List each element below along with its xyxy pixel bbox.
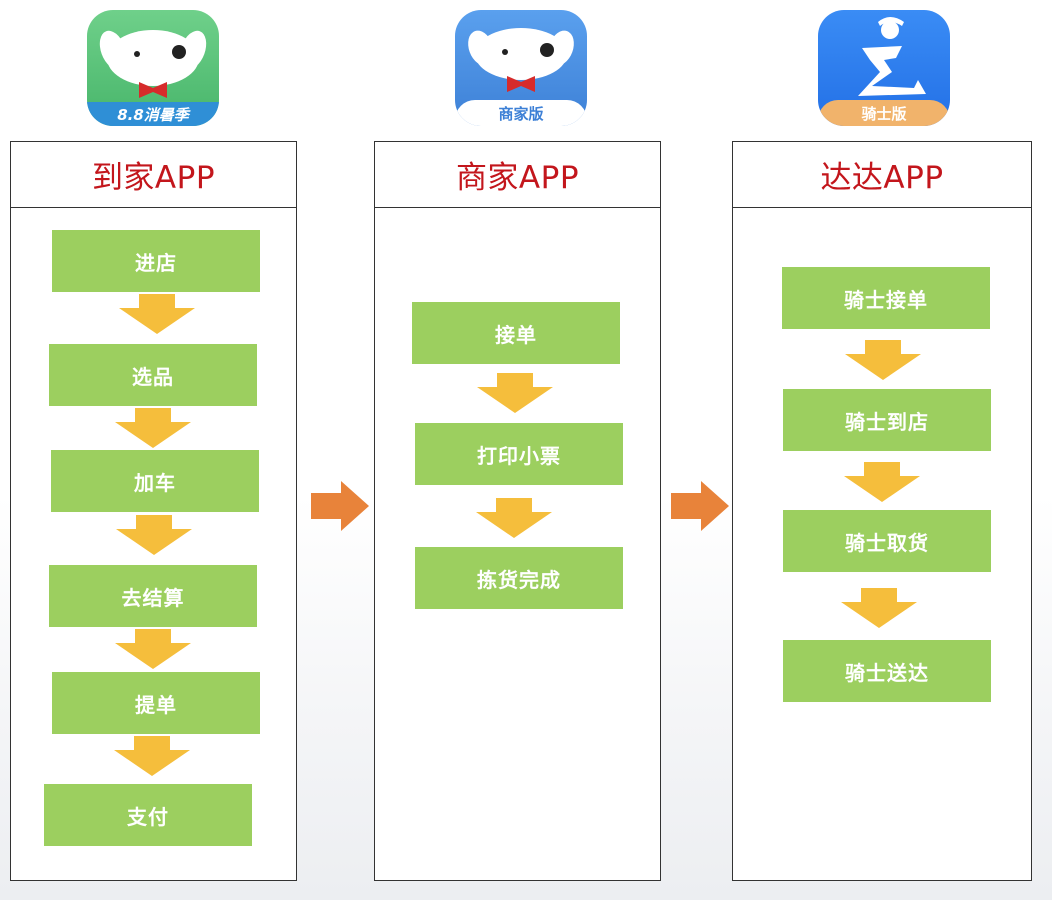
down-arrow (476, 498, 552, 538)
step-checkout: 去结算 (49, 565, 257, 627)
runner-icon (858, 17, 926, 96)
dog-mascot-icon (468, 28, 574, 92)
right-arrow (311, 481, 369, 531)
shangjia-app-icon: 商家版 (455, 10, 587, 126)
down-arrow (119, 294, 195, 334)
step-select-product: 选品 (49, 344, 257, 406)
shangjia-icon-banner: 商家版 (455, 100, 587, 126)
down-arrow (114, 736, 190, 776)
down-arrow (115, 629, 191, 669)
dog-mascot-icon (99, 30, 207, 98)
down-arrow (477, 373, 553, 413)
step-submit-order: 提单 (52, 672, 260, 734)
down-arrow (845, 340, 921, 380)
step-rider-pickup: 骑士取货 (783, 510, 991, 572)
panel-title: 商家APP (375, 142, 660, 208)
step-accept-order: 接单 (412, 302, 620, 364)
dada-icon-banner: 骑士版 (818, 100, 950, 126)
step-picking-done: 拣货完成 (415, 547, 623, 609)
panel-title: 到家APP (11, 142, 296, 208)
dada-app-icon: 骑士版 (818, 10, 950, 126)
step-enter-store: 进店 (52, 230, 260, 292)
down-arrow (841, 588, 917, 628)
step-add-to-cart: 加车 (51, 450, 259, 512)
step-rider-deliver: 骑士送达 (783, 640, 991, 702)
step-rider-arrive: 骑士到店 (783, 389, 991, 451)
right-arrow (671, 481, 729, 531)
panel-title: 达达APP (733, 142, 1031, 208)
daojia-icon-banner: 8.8消暑季 (87, 102, 219, 126)
daojia-app-icon: 8.8消暑季 (87, 10, 219, 126)
down-arrow (116, 515, 192, 555)
down-arrow (844, 462, 920, 502)
down-arrow (115, 408, 191, 448)
step-pay: 支付 (44, 784, 252, 846)
step-rider-accept: 骑士接单 (782, 267, 990, 329)
step-print-receipt: 打印小票 (415, 423, 623, 485)
